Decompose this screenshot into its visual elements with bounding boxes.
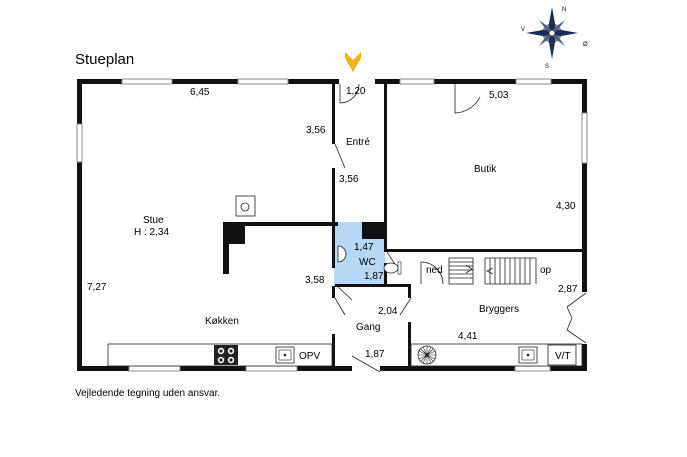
compass-rose-icon: N S Ø V	[521, 7, 588, 70]
room-wc-name: WC	[359, 257, 376, 268]
butik-door-icon	[454, 84, 481, 114]
room-gang-name: Gang	[356, 322, 380, 333]
room-stue-name: Stue	[143, 215, 164, 226]
gang-exit-door-icon	[351, 355, 381, 373]
room-entre-name: Entré	[346, 137, 370, 148]
dim-entre-width: 1,20	[346, 86, 366, 97]
washer-box	[547, 344, 577, 366]
entre-door-icon	[334, 143, 346, 169]
room-koekken-name: Køkken	[205, 316, 239, 327]
heater-icon	[417, 345, 437, 365]
stairs-icon	[448, 257, 537, 285]
room-butik-name: Butik	[474, 164, 497, 175]
dim-stue-width: 6,45	[190, 87, 210, 98]
koekken-door-icon	[334, 297, 346, 316]
gang-door-icon	[399, 297, 412, 316]
dim-stue-depth: 7,27	[87, 282, 107, 293]
dim-entre-depth: 3,56	[306, 125, 326, 136]
room-bryggers-name: Bryggers	[479, 304, 519, 315]
bryggers-counter	[410, 343, 583, 367]
compass-north-label: N	[562, 7, 566, 13]
op-label: op	[540, 265, 552, 276]
compass-west-label: V	[521, 27, 525, 33]
opv-label: OPV	[299, 351, 320, 362]
dim-entre-lower: 3,56	[339, 174, 359, 185]
wc-basin-icon	[337, 245, 347, 263]
vt-label: V/T	[555, 351, 571, 362]
footer-note: Vejledende tegning uden ansvar.	[75, 388, 220, 399]
dim-butik-depth: 4,30	[556, 201, 576, 212]
interior-walls	[223, 84, 582, 366]
ned-door-icon	[420, 261, 444, 285]
entry-arrow-icon	[345, 52, 361, 72]
hob-icon	[214, 345, 238, 365]
dim-butik-width: 5,03	[489, 90, 509, 101]
bryggers-door-icon	[566, 292, 587, 344]
windows	[76, 78, 588, 372]
compass-south-label: S	[545, 64, 549, 70]
outer-walls	[77, 79, 587, 371]
dim-gang-depth: 2,04	[378, 306, 398, 317]
dim-wc-bottom: 1,87	[364, 271, 384, 282]
room-stue-height: H : 2,34	[134, 227, 169, 238]
ned-label: ned	[426, 265, 443, 276]
kitchen-sink-icon	[275, 346, 295, 364]
entrance-door-icon	[339, 83, 360, 104]
compass-east-label: Ø	[583, 42, 588, 48]
dim-bryggers-right: 2,87	[558, 284, 578, 295]
wc-door-icon	[335, 284, 353, 301]
bryggers-door-gap	[581, 292, 588, 344]
gang-exit-gap	[352, 365, 380, 372]
dim-gang-width: 1,87	[365, 349, 385, 360]
plan-title: Stueplan	[75, 51, 134, 68]
entrance-gap	[339, 78, 375, 85]
dim-koekken-right: 3,58	[305, 275, 325, 286]
dim-wc-top: 1,47	[354, 242, 374, 253]
toilet-icon	[383, 261, 402, 275]
stove-icon	[235, 195, 256, 217]
dim-bryggers-width: 4,41	[458, 331, 478, 342]
bryggers-sink-icon	[518, 346, 538, 364]
